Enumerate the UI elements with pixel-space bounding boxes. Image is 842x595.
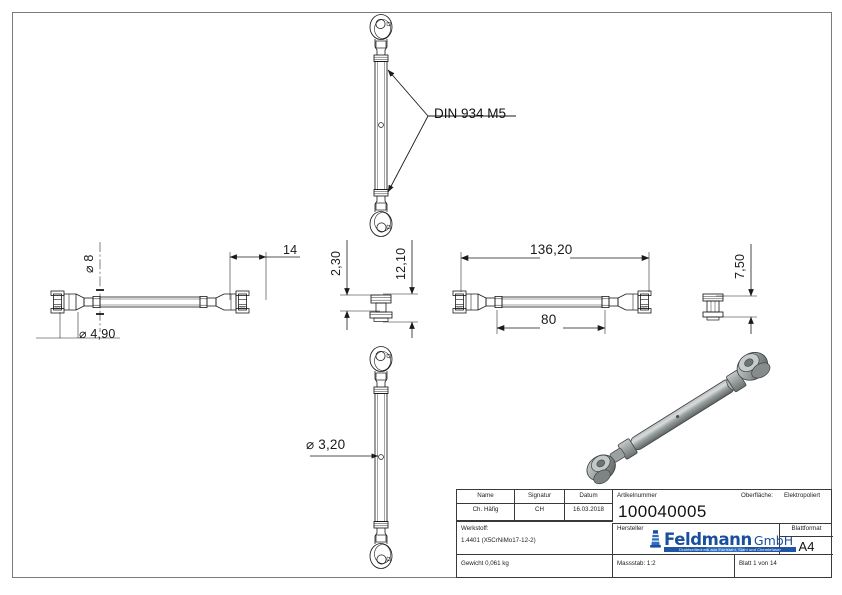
- title-block-header-date: Datum: [565, 490, 613, 504]
- title-block-value-name: Ch. Häfig: [457, 504, 515, 521]
- dimension-label-230: 2,30: [329, 250, 343, 276]
- title-block-label-article-number: Artikelnummer: [617, 492, 657, 499]
- title-block-divider-article: [613, 523, 832, 524]
- feldmann-logo: Feldmann GmbH: [649, 529, 793, 548]
- dimension-label-diameter-8: ⌀ 8: [82, 254, 96, 273]
- dimension-label-14: 14: [283, 243, 298, 257]
- title-block-value-surface: Elektropoliert: [784, 492, 821, 499]
- title-block-label-sheet-format: Blattformat: [780, 523, 833, 537]
- title-block-value-sheet-format: A4: [780, 537, 833, 555]
- dimension-label-750: 7,50: [733, 253, 747, 279]
- dimension-label-diameter-320: ⌀ 3,20: [306, 437, 346, 452]
- title-block-divider-left: [457, 521, 613, 522]
- title-block-value-signature: CH: [515, 504, 565, 521]
- dimension-label-diameter-490: ⌀ 4,90: [79, 327, 116, 341]
- title-block-value-sheet-number: Blatt 1 von 14: [739, 560, 777, 567]
- lighthouse-icon: [649, 529, 662, 548]
- title-block-label-surface: Oberfläche:: [741, 492, 773, 499]
- dimension-label-80: 80: [541, 312, 557, 327]
- dimension-label-13620: 136,20: [530, 242, 573, 257]
- title-block-value-date: 16.03.2018: [565, 504, 613, 521]
- title-block: Name Signatur Datum Artikelnummer Oberfl…: [456, 489, 833, 578]
- title-block-value-weight: Gewicht 0,061 kg: [457, 555, 613, 578]
- title-block-header-name: Name: [457, 490, 515, 504]
- feldmann-wordmark: Feldmann: [664, 529, 752, 549]
- feldmann-tagline-text: Drahtseiltechnik aus Edelstahl, Stahl un…: [679, 546, 781, 552]
- title-block-label-manufacturer: Hersteller: [617, 525, 644, 532]
- title-block-label-material: Werkstoff:: [457, 523, 613, 535]
- title-block-value-scale: Massstab: 1:2: [613, 555, 735, 578]
- title-block-manufacturer-cell: Feldmann GmbH Drahtseiltechnik aus Edels…: [613, 523, 796, 555]
- callout-din934-label: DIN 934 M5: [434, 106, 507, 121]
- title-block-value-material: 1.4401 (X5CrNiMo17-12-2): [457, 535, 613, 555]
- feldmann-tagline-bar: Drahtseiltechnik aus Edelstahl, Stahl un…: [664, 547, 796, 552]
- title-block-value-article-number: 100040005: [618, 502, 707, 521]
- title-block-header-signature: Signatur: [515, 490, 565, 504]
- dimension-label-1210: 12,10: [394, 247, 408, 280]
